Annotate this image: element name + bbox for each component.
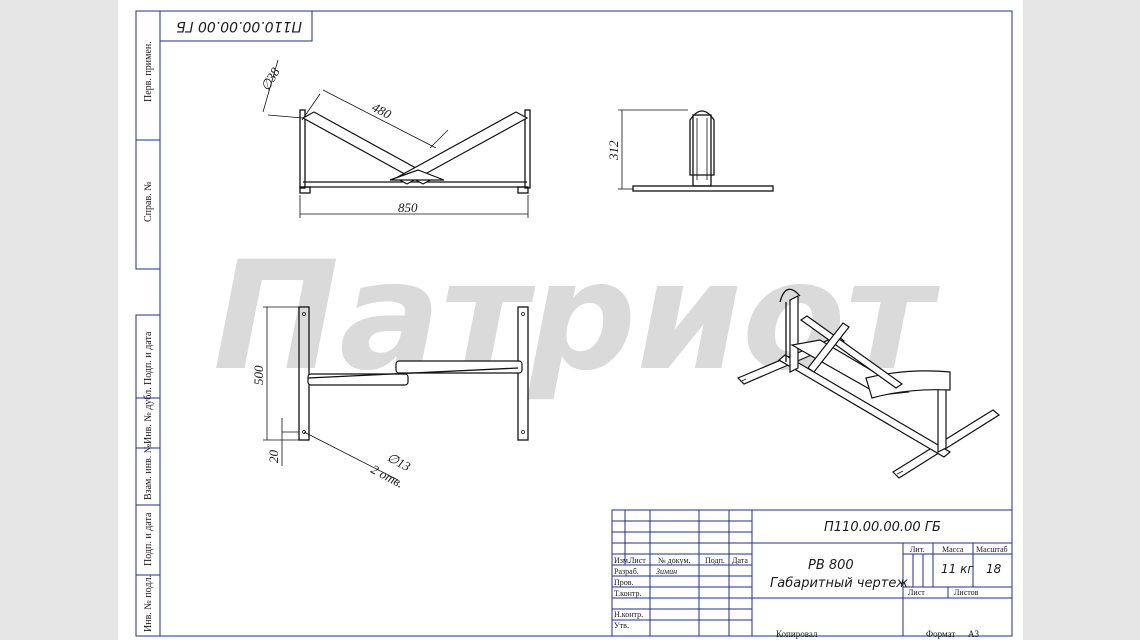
top-view: [263, 306, 529, 481]
title-code: П110.00.00.00 ГБ: [824, 520, 941, 535]
hdr-podp: Подп.: [705, 556, 725, 565]
label-sheets: Листов: [954, 588, 979, 597]
row-prov: Пров.: [614, 578, 634, 587]
title-name-line1: РВ 800: [808, 558, 854, 573]
side-view: [618, 109, 774, 192]
label-format: Формат: [926, 629, 955, 639]
side-label-perv-primen: Перв. примен.: [143, 41, 154, 102]
side-label-inv-dubl: Инв. № дубл.: [143, 387, 154, 444]
drawing-sheet: Патриот Перв. примен. Справ. № Подп. и д…: [118, 0, 1023, 640]
row-razrab: Разраб.: [614, 567, 639, 576]
dim-pipe-diameter: ∅38: [258, 65, 283, 94]
hdr-doc-no: № докум.: [658, 556, 690, 565]
hdr-data: Дата: [732, 556, 748, 565]
developer-name: Зимин: [656, 567, 677, 576]
scale-value: 18: [986, 562, 1002, 576]
dim-front-width: 850: [398, 200, 418, 215]
side-label-sprav-no: Справ. №: [143, 181, 154, 222]
label-scale: Масштаб: [976, 545, 1008, 554]
top-code-text: П110.00.00.00 ГБ: [176, 18, 302, 34]
side-label-podp-data-1: Подп. и дата: [143, 331, 154, 385]
dim-top-length: 500: [251, 365, 266, 385]
front-view: [262, 59, 531, 218]
row-tkontr: Т.контр.: [614, 589, 641, 598]
isometric-view: [736, 288, 1001, 479]
side-label-inv-podl: Инв. № подл.: [143, 575, 154, 632]
label-sheet: Лист: [908, 588, 925, 597]
top-code-box: [159, 10, 313, 42]
hdr-izm: Изм.: [614, 556, 630, 565]
side-label-vzam-inv: Взам. инв. №: [143, 444, 154, 500]
label-lit: Лит.: [910, 545, 925, 554]
format-value: А3: [968, 629, 979, 639]
dim-bar-length: 480: [370, 99, 395, 122]
side-strip-bottom: [135, 314, 161, 637]
label-mass: Масса: [942, 545, 964, 554]
label-copied: Копировал: [776, 629, 818, 639]
side-label-podp-data-2: Подп. и дата: [143, 512, 154, 566]
row-nkontr: Н.контр.: [614, 610, 643, 619]
drawing-canvas: Патриот Перв. примен. Справ. № Подп. и д…: [135, 10, 1013, 639]
row-utv: Утв.: [614, 621, 629, 630]
dim-side-height: 312: [606, 140, 621, 161]
title-name-line2: Габаритный чертеж: [770, 576, 908, 591]
dim-top-offset: 20: [266, 450, 281, 464]
mass-value: 11 кг: [941, 562, 974, 576]
hdr-list: Лист: [629, 556, 646, 565]
title-block: [611, 509, 1013, 637]
